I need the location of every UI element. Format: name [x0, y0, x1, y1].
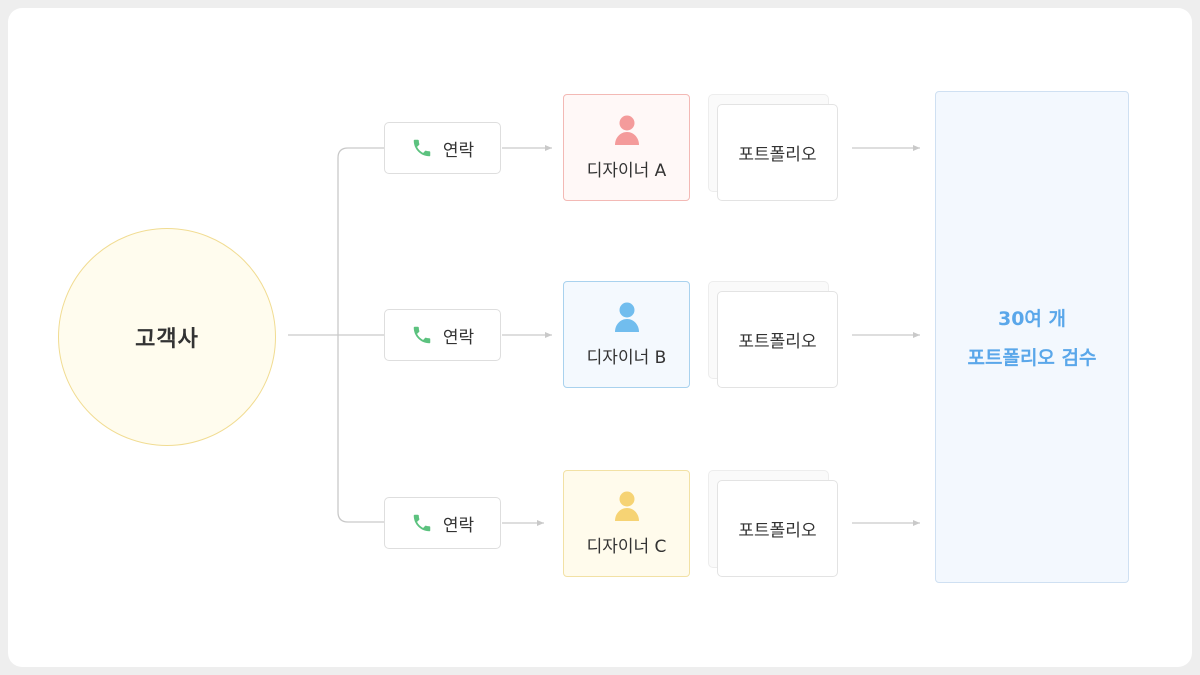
phone-icon — [413, 326, 431, 344]
designer-box-c: 디자이너 C — [563, 470, 690, 577]
portfolio-card-b: 포트폴리오 — [717, 291, 838, 388]
portfolio-label: 포트폴리오 — [738, 332, 817, 352]
portfolio-card-c: 포트폴리오 — [717, 480, 838, 577]
portfolio-label: 포트폴리오 — [738, 145, 817, 165]
contact-label: 연락 — [442, 515, 475, 536]
phone-icon — [413, 514, 431, 532]
contact-box-a: 연락 — [384, 122, 501, 174]
client-node: 고객사 — [58, 228, 276, 446]
client-label: 고객사 — [135, 327, 199, 352]
person-icon — [614, 491, 639, 521]
review-count: 30여 개 — [997, 308, 1066, 330]
phone-icon — [413, 139, 431, 157]
designer-box-a: 디자이너 A — [563, 94, 690, 201]
designer-label: 디자이너 C — [586, 537, 667, 557]
person-icon — [614, 115, 639, 145]
designer-box-b: 디자이너 B — [563, 281, 690, 388]
portfolio-card-a: 포트폴리오 — [717, 104, 838, 201]
portfolio-review-box: 30여 개 포트폴리오 검수 — [935, 91, 1129, 583]
designer-label: 디자이너 A — [586, 161, 667, 181]
contact-box-c: 연락 — [384, 497, 501, 549]
review-label: 포트폴리오 검수 — [967, 347, 1097, 369]
person-icon — [614, 302, 639, 332]
contact-label: 연락 — [442, 140, 475, 161]
portfolio-label: 포트폴리오 — [738, 521, 817, 541]
designer-label: 디자이너 B — [586, 348, 667, 368]
contact-box-b: 연락 — [384, 309, 501, 361]
contact-label: 연락 — [442, 327, 475, 348]
